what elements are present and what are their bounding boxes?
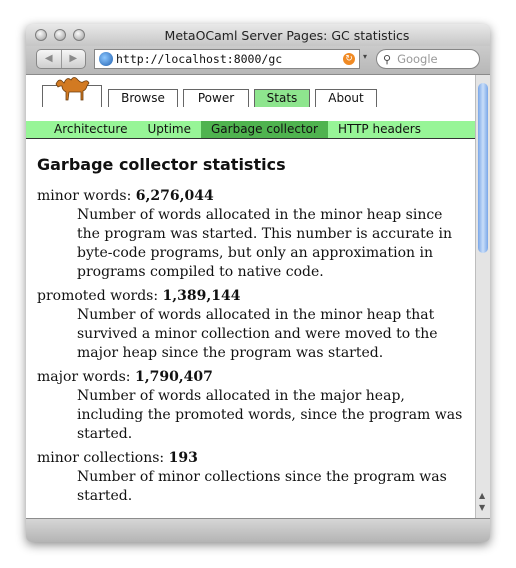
browser-toolbar: ◀ ▶ http://localhost:8000/gc ↻ ▾ ⚲ Googl… <box>26 46 490 75</box>
minimize-window-button[interactable] <box>54 29 66 41</box>
sub-navigation: Architecture Uptime Garbage collector HT… <box>26 121 475 139</box>
globe-icon <box>99 52 113 66</box>
back-arrow-icon[interactable]: ◀ <box>37 50 62 68</box>
address-dropdown-icon[interactable]: ▾ <box>363 52 368 61</box>
stat-value: 6,276,044 <box>135 188 214 204</box>
reload-icon[interactable]: ↻ <box>343 53 355 65</box>
stat-entry: minor words: 6,276,044 Number of words a… <box>37 187 465 282</box>
stat-label: promoted words: <box>37 288 159 304</box>
tab-about[interactable]: About <box>315 89 377 107</box>
title-bar: MetaOCaml Server Pages: GC statistics <box>26 24 490 46</box>
scrollbar-thumb[interactable] <box>478 83 488 253</box>
close-window-button[interactable] <box>35 29 47 41</box>
subtab-garbage-collector[interactable]: Garbage collector <box>200 121 328 138</box>
tab-stats[interactable]: Stats <box>254 89 310 107</box>
status-bar <box>26 518 490 542</box>
main-tabs: Browse Power Stats About <box>42 77 382 107</box>
web-page: Browse Power Stats About Architecture Up… <box>26 75 475 518</box>
stat-entry: major words: 1,790,407 Number of words a… <box>37 368 465 444</box>
stat-entry: minor collections: 193 Number of minor c… <box>37 449 465 506</box>
stat-value: 1,389,144 <box>162 288 241 304</box>
page-content: Garbage collector statistics minor words… <box>37 155 465 511</box>
forward-arrow-icon[interactable]: ▶ <box>69 53 78 64</box>
stat-description: Number of words allocated in the minor h… <box>77 307 438 361</box>
stat-description: Number of words allocated in the major h… <box>77 388 463 442</box>
search-field[interactable]: ⚲ Google <box>376 49 480 69</box>
subtab-uptime[interactable]: Uptime <box>147 122 191 136</box>
address-bar[interactable]: http://localhost:8000/gc ↻ <box>94 49 360 69</box>
logo-tab[interactable] <box>42 77 102 107</box>
stat-entry: promoted words: 1,389,144 Number of word… <box>37 287 465 363</box>
stat-label: minor collections: <box>37 450 165 466</box>
window-title: MetaOCaml Server Pages: GC statistics <box>164 28 410 43</box>
browser-window: MetaOCaml Server Pages: GC statistics ◀ … <box>26 24 490 542</box>
stat-description: Number of words allocated in the minor h… <box>77 207 452 280</box>
stat-label: minor words: <box>37 188 132 204</box>
nav-buttons: ◀ ▶ <box>36 49 86 69</box>
subtab-architecture[interactable]: Architecture <box>54 122 128 136</box>
tab-power[interactable]: Power <box>183 89 249 107</box>
camel-logo-icon <box>55 77 90 101</box>
stat-value: 193 <box>168 450 198 466</box>
page-title: Garbage collector statistics <box>37 155 286 174</box>
vertical-scrollbar[interactable]: ▲ ▼ <box>475 75 490 518</box>
subtab-http-headers[interactable]: HTTP headers <box>337 122 421 136</box>
stat-label: major words: <box>37 369 131 385</box>
stat-value: 1,790,407 <box>134 369 213 385</box>
scroll-down-icon[interactable]: ▼ <box>479 503 486 512</box>
tab-browse[interactable]: Browse <box>108 89 178 107</box>
search-placeholder: Google <box>397 52 438 66</box>
search-icon: ⚲ <box>383 52 392 66</box>
zoom-window-button[interactable] <box>73 29 85 41</box>
stat-description: Number of minor collections since the pr… <box>77 469 447 504</box>
scroll-up-icon[interactable]: ▲ <box>479 491 486 500</box>
url-input[interactable]: http://localhost:8000/gc <box>116 52 283 66</box>
